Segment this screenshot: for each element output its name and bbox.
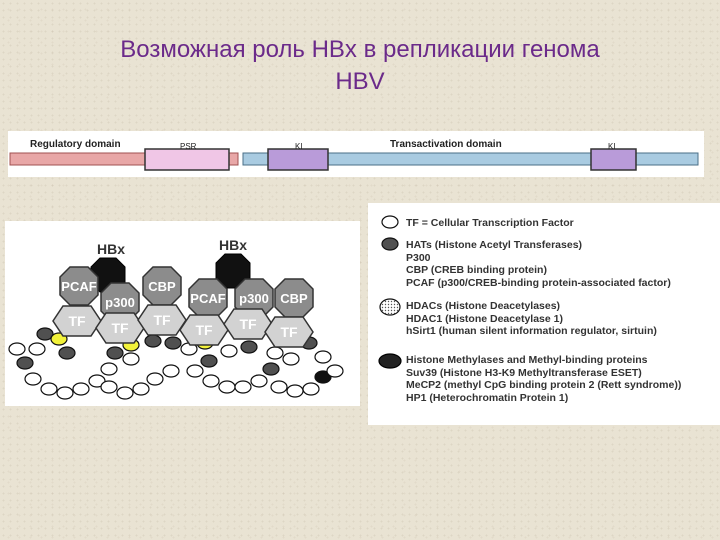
- title-line-2: HBV: [335, 68, 385, 95]
- legend-line: MeCP2 (methyl CpG binding protein 2 (Ret…: [406, 379, 682, 391]
- nucleosome: [302, 382, 320, 396]
- nucleosome: [314, 350, 332, 364]
- tf-hexagon: [223, 308, 273, 340]
- domain-bar-panel: Regulatory domain PSR KI Transactivation…: [8, 131, 704, 177]
- legend-line: PCAF (p300/CREB-binding protein-associat…: [406, 276, 671, 289]
- legend-group-hdacs: HDACs (Histone Deacetylases) HDAC1 (Hist…: [406, 300, 657, 338]
- p300-label-2: p300: [239, 291, 269, 306]
- tf-label: TF: [195, 322, 213, 338]
- regulatory-domain-label: Regulatory domain: [30, 139, 121, 150]
- nucleosome: [72, 382, 90, 396]
- nucleosome: [234, 380, 252, 394]
- nucleosome: [186, 364, 204, 378]
- legend-line: Histone Methylases and Methyl-binding pr…: [406, 354, 648, 366]
- legend-line: Suv39 (Histone H3-K9 Methyltransferase E…: [406, 366, 642, 379]
- hbx-label-1: HBx: [97, 241, 125, 257]
- legend-group-methylases: Histone Methylases and Methyl-binding pr…: [406, 354, 681, 404]
- nucleosome: [16, 356, 34, 370]
- tf-label: TF: [68, 313, 86, 329]
- ki-box-2: [590, 148, 637, 171]
- legend-line: HP1 (Heterochromatin Protein 1): [406, 391, 569, 404]
- nucleosome: [100, 362, 118, 376]
- nucleosome: [202, 374, 220, 388]
- tf-label: TF: [280, 324, 298, 340]
- nucleosome: [56, 386, 74, 400]
- nucleosome: [36, 327, 54, 341]
- cbp-label-1: CBP: [148, 279, 176, 294]
- nucleosome: [88, 374, 106, 388]
- legend-line: HDACs (Histone Deacetylases): [406, 300, 561, 312]
- methylases-legend-icon: [378, 353, 402, 369]
- nucleosome: [122, 352, 140, 366]
- nucleosome: [250, 374, 268, 388]
- nucleosome: [58, 346, 76, 360]
- nucleosome: [314, 370, 332, 384]
- transactivation-domain-bar: [242, 152, 699, 166]
- nucleosome: [162, 364, 180, 378]
- legend-line: HDAC1 (Histone Deacetylase 1): [406, 312, 563, 325]
- nucleosome-chain: [8, 327, 344, 400]
- nucleosome: [220, 344, 238, 358]
- nucleosome: [40, 382, 58, 396]
- nucleosome: [132, 382, 150, 396]
- tf-label: TF: [111, 320, 129, 336]
- psr-label: PSR: [180, 142, 197, 151]
- slide-title: Возможная роль HBx в репликации генома H…: [0, 34, 720, 98]
- nucleosome: [218, 380, 236, 394]
- cbp-label-2: CBP: [280, 291, 308, 306]
- ki-label-1: KI: [295, 142, 303, 151]
- legend-panel: TF = Cellular Transcription Factor HATs …: [368, 203, 720, 425]
- ki-box-1: [267, 148, 329, 171]
- tf-hexagon: [95, 312, 145, 344]
- tf-hexagon: [264, 316, 314, 348]
- domain-bar: Regulatory domain PSR KI Transactivation…: [9, 139, 699, 171]
- tf-label: TF: [153, 312, 171, 328]
- tf-hexagon: [137, 304, 187, 336]
- nucleosome: [164, 336, 182, 350]
- tf-hexagon: [52, 305, 102, 337]
- title-line-1: Возможная роль HBx в репликации генома: [120, 36, 600, 63]
- hdacs-legend-icon: [379, 298, 401, 316]
- nucleosome: [270, 380, 288, 394]
- nucleosome: [262, 362, 280, 376]
- p300-label-1: p300: [105, 295, 135, 310]
- legend-line: hSirt1 (human silent information regulat…: [406, 325, 657, 337]
- legend-line: TF = Cellular Transcription Factor: [406, 217, 574, 229]
- chromatin-diagram: HBx HBx PCAF p300 CBP PCAF p300 CBP: [8, 237, 344, 400]
- legend-line: P300: [406, 251, 431, 264]
- ki-label-2: KI: [608, 142, 616, 151]
- nucleosome: [8, 342, 26, 356]
- legend-group-tf: TF = Cellular Transcription Factor: [406, 217, 574, 230]
- nucleosome: [100, 380, 118, 394]
- tf-hexagon: [179, 314, 229, 346]
- pcaf-label-1: PCAF: [61, 279, 96, 294]
- chromatin-panel: HBx HBx PCAF p300 CBP PCAF p300 CBP: [5, 221, 360, 406]
- nucleosome: [106, 346, 124, 360]
- nucleosome: [286, 384, 304, 398]
- nucleosome: [116, 386, 134, 400]
- tf-legend-icon: [381, 215, 399, 229]
- tf-label: TF: [239, 316, 257, 332]
- pcaf-label-2: PCAF: [190, 291, 225, 306]
- nucleosome: [146, 372, 164, 386]
- pcaf-octagon-1: [59, 266, 99, 306]
- nucleosome: [266, 346, 284, 360]
- nucleosome: [24, 372, 42, 386]
- transactivation-domain-label: Transactivation domain: [390, 139, 502, 150]
- hats-legend-icon: [381, 237, 399, 251]
- nucleosome: [326, 364, 344, 378]
- nucleosome: [200, 354, 218, 368]
- legend-group-hats: HATs (Histone Acetyl Transferases) P300 …: [406, 239, 671, 289]
- nucleosome: [28, 342, 46, 356]
- nucleosome: [282, 352, 300, 366]
- legend-line: CBP (CREB binding protein): [406, 264, 547, 276]
- hbx-label-2: HBx: [219, 237, 247, 253]
- psr-box: [144, 148, 230, 171]
- legend-line: HATs (Histone Acetyl Transferases): [406, 239, 583, 251]
- nucleosome: [240, 340, 258, 354]
- nucleosome: [144, 334, 162, 348]
